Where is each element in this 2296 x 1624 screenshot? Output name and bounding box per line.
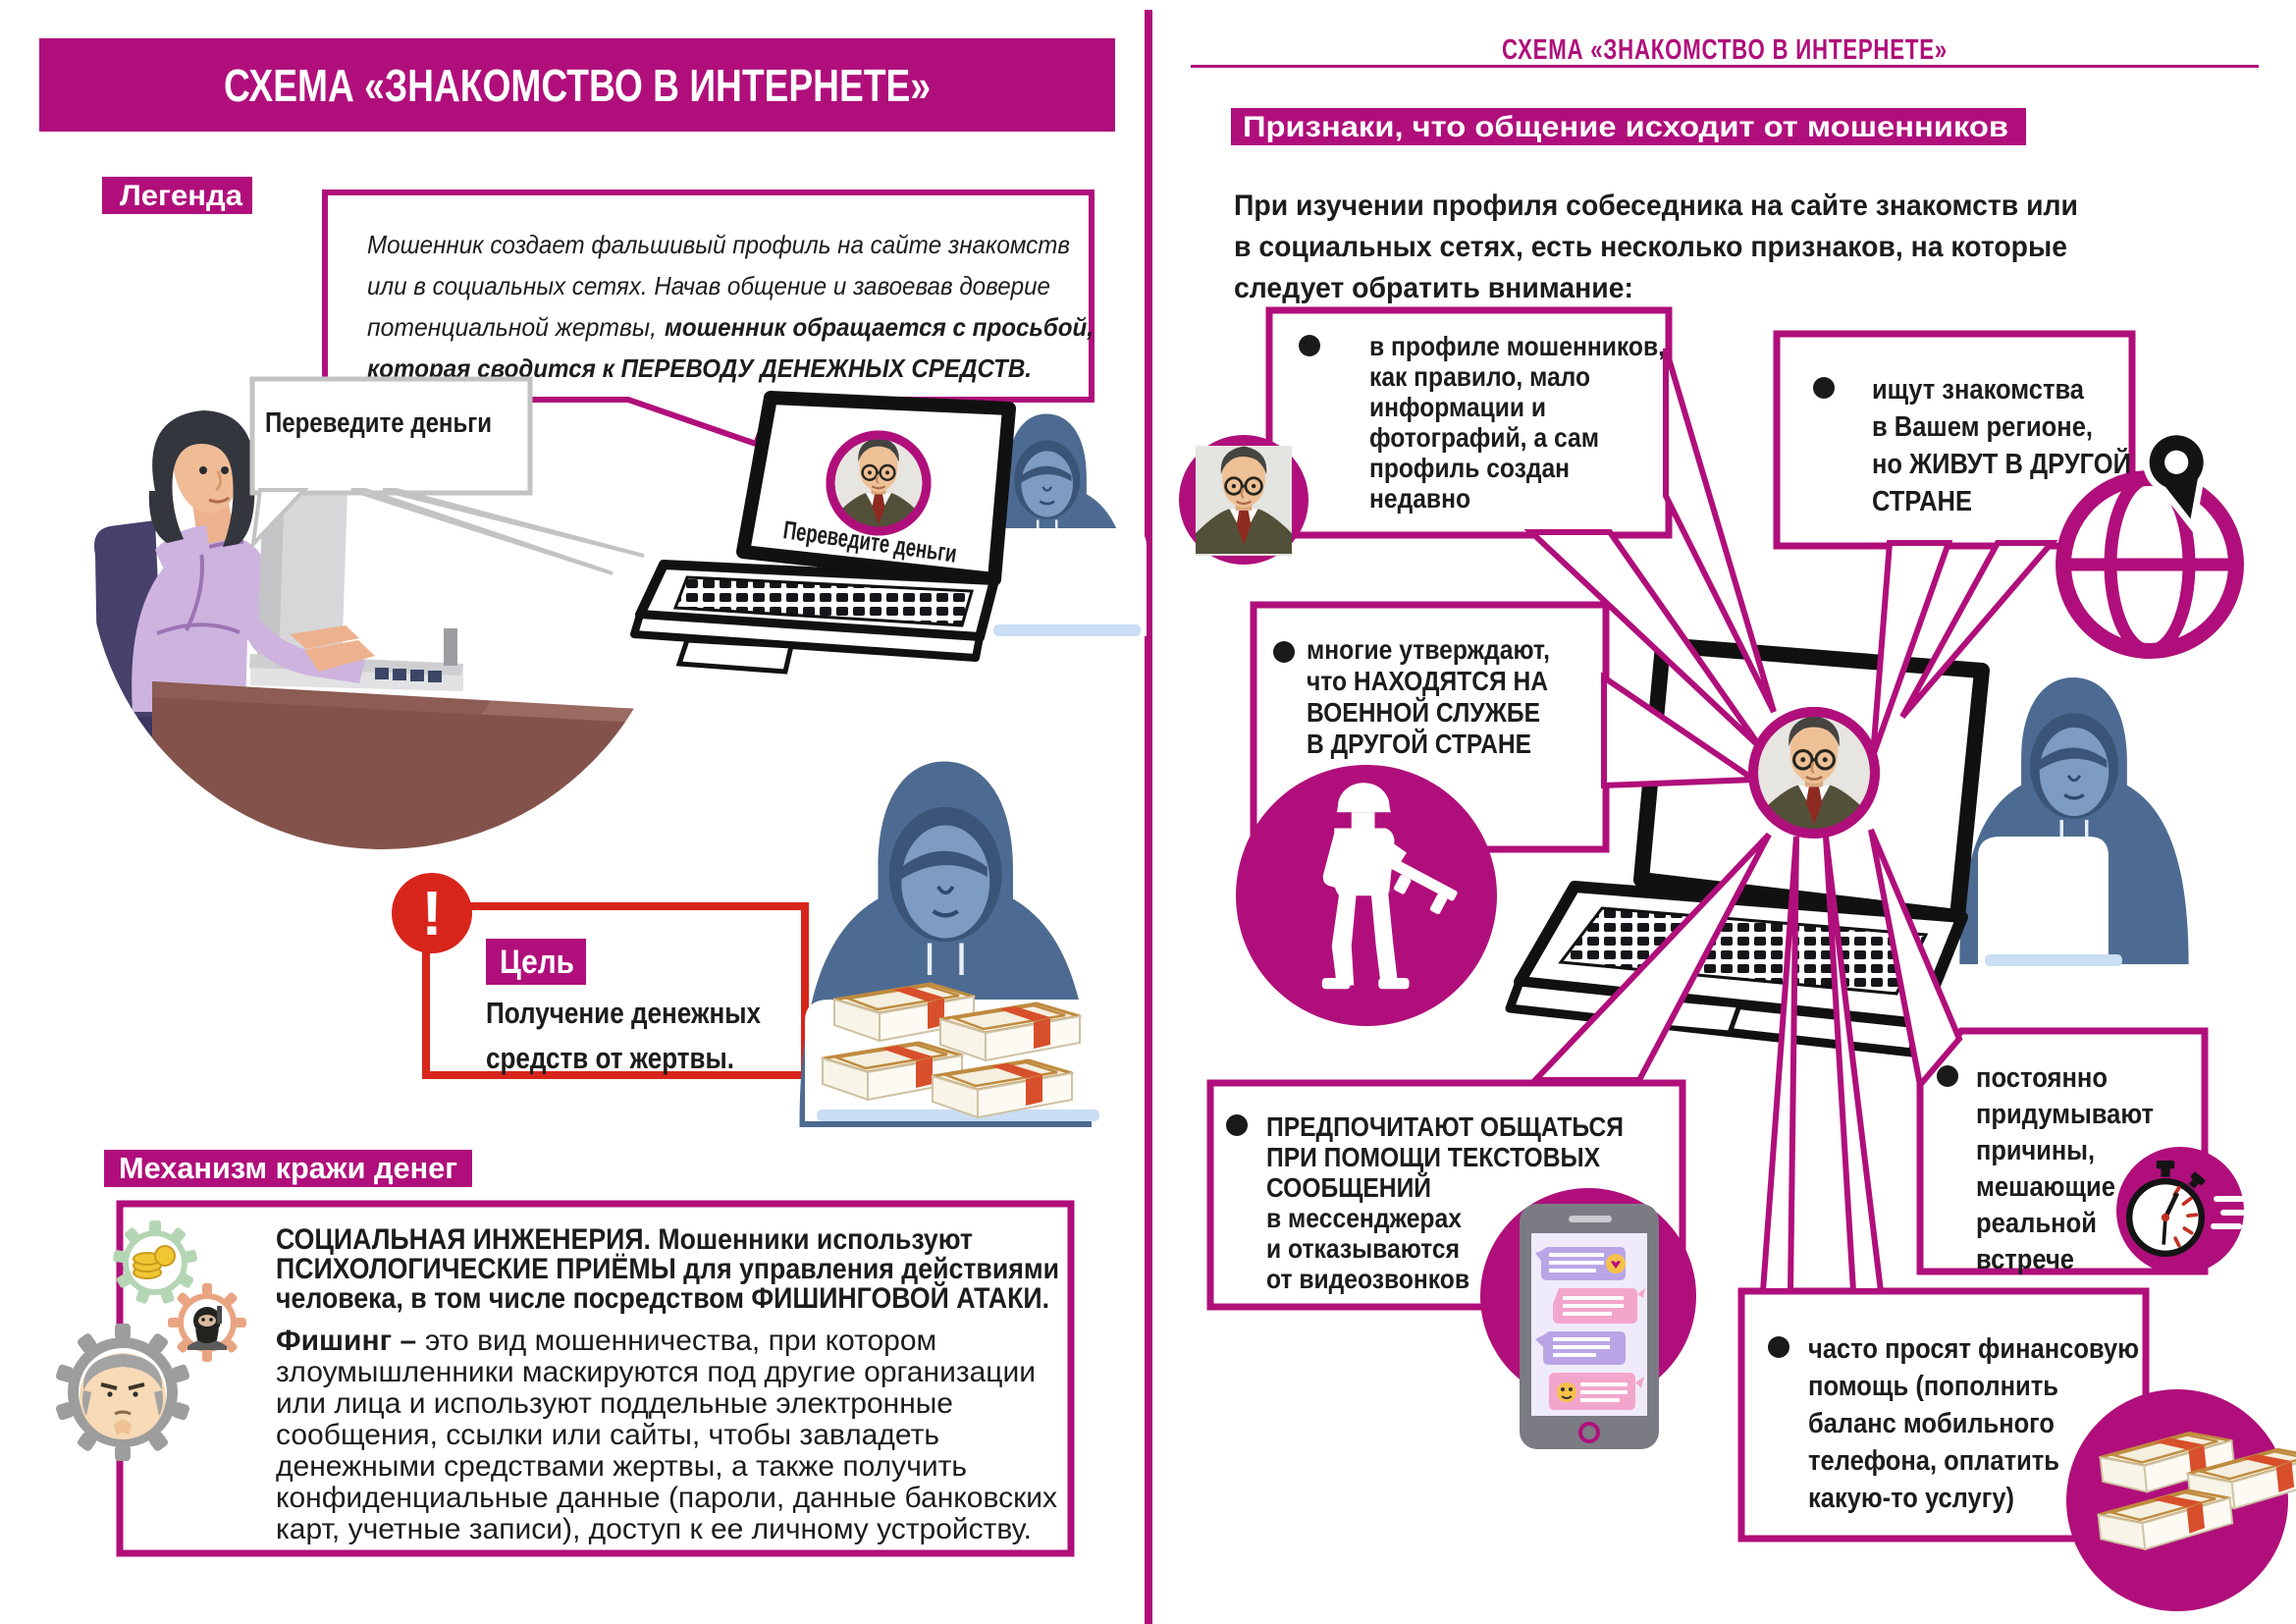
svg-text:встрече: встрече <box>1976 1244 2074 1275</box>
svg-text:что НАХОДЯТСЯ НА: что НАХОДЯТСЯ НА <box>1307 666 1548 696</box>
svg-text:профиль создан: профиль создан <box>1369 453 1570 483</box>
svg-text:телефона, оплатить: телефона, оплатить <box>1808 1445 2059 1477</box>
svg-text:СООБЩЕНИЙ: СООБЩЕНИЙ <box>1266 1171 1431 1203</box>
svg-text:конфиденциальные данные (парол: конфиденциальные данные (пароли, данные … <box>276 1482 1057 1514</box>
svg-text:В ДРУГОЙ СТРАНЕ: В ДРУГОЙ СТРАНЕ <box>1307 728 1531 759</box>
svg-text:постоянно: постоянно <box>1976 1062 2108 1094</box>
svg-text:следует обратить внимание:: следует обратить внимание: <box>1234 272 1633 304</box>
svg-text:денежными средствами жертвы, а: денежными средствами жертвы, а также пол… <box>276 1450 967 1483</box>
svg-text:СХЕМА «ЗНАКОМСТВО В ИНТЕРНЕТЕ»: СХЕМА «ЗНАКОМСТВО В ИНТЕРНЕТЕ» <box>224 60 931 111</box>
svg-text:в профиле мошенников,: в профиле мошенников, <box>1369 331 1665 361</box>
svg-text:мешающие: мешающие <box>1976 1171 2115 1203</box>
svg-text:Цель: Цель <box>500 944 574 981</box>
svg-text:мошенник обращается с просьбой: мошенник обращается с просьбой, <box>665 312 1094 342</box>
svg-text:При изучении профиля собеседни: При изучении профиля собеседника на сайт… <box>1234 189 2078 222</box>
svg-text:в Вашем регионе,: в Вашем регионе, <box>1872 411 2093 443</box>
svg-text:недавно: недавно <box>1369 483 1470 514</box>
svg-text:Признаки, что общение исходит: Признаки, что общение исходит от мошенни… <box>1243 111 2008 143</box>
svg-text:это вид мошенничества, при кот: это вид мошенничества, при котором <box>425 1325 936 1357</box>
svg-text:придумывают: придумывают <box>1976 1099 2154 1130</box>
svg-text:СХЕМА «ЗНАКОМСТВО В ИНТЕРНЕТЕ»: СХЕМА «ЗНАКОМСТВО В ИНТЕРНЕТЕ» <box>1502 34 1948 66</box>
svg-text:ВОЕННОЙ СЛУЖБЕ: ВОЕННОЙ СЛУЖБЕ <box>1307 696 1540 728</box>
svg-text:человека, в том числе посредст: человека, в том числе посредством ФИШИНГ… <box>276 1281 1049 1315</box>
svg-text:средств от жертвы.: средств от жертвы. <box>486 1041 734 1075</box>
svg-text:фотографий, а сам: фотографий, а сам <box>1369 422 1599 453</box>
svg-text:какую-то услугу): какую-то услугу) <box>1808 1483 2014 1514</box>
svg-text:Легенда: Легенда <box>120 180 242 212</box>
svg-text:или в социальных сетях. Начав: или в социальных сетях. Начав общение и … <box>367 271 1050 300</box>
svg-text:помощь (пополнить: помощь (пополнить <box>1808 1371 2058 1402</box>
svg-text:баланс мобильного: баланс мобильного <box>1808 1408 2055 1439</box>
svg-text:Фишинг –: Фишинг – <box>276 1325 416 1357</box>
svg-text:от видеозвонков: от видеозвонков <box>1266 1264 1469 1294</box>
svg-text:Мошенник создает фальшивый про: Мошенник создает фальшивый профиль на са… <box>367 230 1070 259</box>
svg-text:и отказываются: и отказываются <box>1266 1233 1460 1264</box>
svg-text:Получение денежных: Получение денежных <box>486 996 762 1030</box>
svg-text:причины,: причины, <box>1976 1135 2095 1166</box>
svg-text:сообщения, ссылки или сайты, ч: сообщения, ссылки или сайты, чтобы завла… <box>276 1419 939 1451</box>
svg-text:часто просят финансовую: часто просят финансовую <box>1808 1333 2139 1365</box>
svg-text:Механизм кражи денег: Механизм кражи денег <box>119 1151 457 1185</box>
svg-text:многие утверждают,: многие утверждают, <box>1307 634 1550 665</box>
svg-text:но ЖИВУТ В ДРУГОЙ: но ЖИВУТ В ДРУГОЙ <box>1872 447 2131 480</box>
svg-text:злоумышленники маскируются под: злоумышленники маскируются под другие ор… <box>276 1356 1036 1388</box>
svg-text:ищут знакомства: ищут знакомства <box>1872 374 2085 406</box>
svg-text:карт, учетные записи), доступ: карт, учетные записи), доступ к ее лично… <box>276 1513 1032 1545</box>
svg-text:в социальных сетях, есть неско: в социальных сетях, есть несколько призн… <box>1234 231 2067 263</box>
svg-text:реальной: реальной <box>1976 1208 2097 1239</box>
svg-text:СТРАНЕ: СТРАНЕ <box>1872 486 1972 517</box>
svg-text:в мессенджерах: в мессенджерах <box>1266 1203 1462 1233</box>
svg-text:потенциальной жертвы,: потенциальной жертвы, <box>367 312 657 342</box>
svg-text:Переведите деньги: Переведите деньги <box>265 407 492 439</box>
svg-text:ПРЕДПОЧИТАЮТ ОБЩАТЬСЯ: ПРЕДПОЧИТАЮТ ОБЩАТЬСЯ <box>1266 1111 1624 1142</box>
svg-text:ПСИХОЛОГИЧЕСКИЕ ПРИЁМЫ для упр: ПСИХОЛОГИЧЕСКИЕ ПРИЁМЫ для управления де… <box>276 1253 1059 1285</box>
svg-text:информации и: информации и <box>1369 392 1546 422</box>
svg-text:СОЦИАЛЬНАЯ ИНЖЕНЕРИЯ. Мошенник: СОЦИАЛЬНАЯ ИНЖЕНЕРИЯ. Мошенники использу… <box>276 1223 973 1256</box>
svg-text:как правило, мало: как правило, мало <box>1369 361 1590 392</box>
svg-text:ПРИ ПОМОЩИ ТЕКСТОВЫХ: ПРИ ПОМОЩИ ТЕКСТОВЫХ <box>1266 1142 1600 1172</box>
svg-text:!: ! <box>421 878 442 948</box>
svg-text:или лица и используют поддельн: или лица и используют поддельные электро… <box>276 1387 953 1420</box>
